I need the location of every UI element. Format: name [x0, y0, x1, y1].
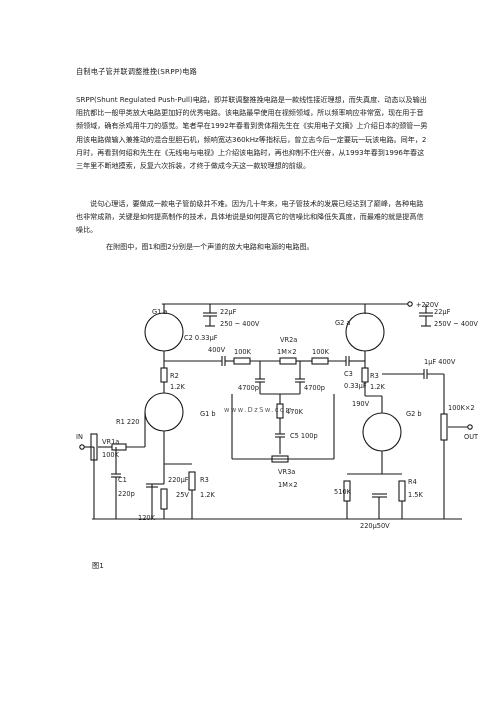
- label-c3-value: 0.33μF: [344, 382, 367, 390]
- label-g1a: G1 a: [152, 308, 167, 316]
- label-c-bias: 220μF: [168, 476, 189, 484]
- label-vr2a: VR2a: [280, 336, 297, 344]
- label-r-out: 100K×2: [448, 404, 475, 412]
- label-r1: R1 220: [116, 418, 139, 426]
- label-in: IN: [76, 433, 83, 441]
- paragraph-1: SRPP(Shunt Regulated Push-Pull)电路，即并联调整推…: [76, 95, 428, 171]
- label-c-top-left: 22μF: [220, 308, 237, 316]
- label-510k: 510K: [334, 488, 352, 496]
- circuit-wires: [79, 301, 473, 520]
- label-c3: C3: [344, 370, 353, 378]
- label-supply: +220V: [416, 301, 439, 309]
- paragraph-2: 说句心理话，要做成一款电子管前级并不难。因为几十年来，电子管技术的发展已经达到了…: [76, 199, 424, 235]
- label-100k-right: 100K: [312, 348, 330, 356]
- label-c-out: 1μF 400V: [424, 358, 456, 366]
- watermark: www.DzSw.com: [224, 406, 293, 414]
- label-g2a: G2 a: [335, 319, 350, 327]
- label-vr1a-value: 100K: [102, 451, 120, 459]
- label-c2: C2 0.33μF: [184, 334, 218, 342]
- label-190v: 190V: [352, 400, 370, 408]
- label-c-top-right: 22μF: [434, 308, 451, 316]
- label-c-top-left-v: 250 ~ 400V: [220, 320, 260, 328]
- label-vr3a-value: 1M×2: [278, 481, 298, 489]
- document-title: 自制电子管并联调整推挽(SRPP)电路: [76, 67, 198, 76]
- label-r2: R2: [170, 372, 179, 380]
- label-g1b: G1 b: [200, 410, 216, 418]
- label-c1: C1: [118, 476, 127, 484]
- label-r2-value: 1.2K: [170, 383, 185, 391]
- label-r4-value: 1.5K: [408, 491, 423, 499]
- label-r3: R3: [370, 372, 379, 380]
- circuit-labels: +220V G1 a G1 b G2 a G2 b 22μF 250 ~ 400…: [76, 301, 479, 530]
- label-r3-left-value: 1.2K: [200, 491, 215, 499]
- label-vr3a: VR3a: [278, 468, 295, 476]
- label-4700p-left: 4700p: [238, 384, 259, 392]
- paragraph-3: 在附图中，图1和图2分别是一个声道的放大电路和电源的电路图。: [106, 242, 314, 251]
- label-400v: 400V: [208, 346, 226, 354]
- label-r3-value: 1.2K: [370, 383, 385, 391]
- label-c5: C5 100p: [290, 432, 318, 440]
- label-c1-value: 220p: [118, 490, 135, 498]
- figure-caption: 图1: [92, 561, 104, 570]
- label-c-bottom: 220μ50V: [360, 522, 390, 530]
- label-25v: 25V: [176, 491, 189, 499]
- label-r4: R4: [408, 478, 417, 486]
- label-vr1a: VR1a: [102, 438, 119, 446]
- label-120k: 120K: [138, 514, 156, 522]
- label-out: OUT: [464, 433, 479, 441]
- label-r3-left: R3: [200, 476, 209, 484]
- circuit-diagram: www.DzSw.com +220V G1 a G1 b G2 a G2 b 2…: [76, 301, 479, 530]
- label-g2b: G2 b: [406, 410, 422, 418]
- label-4700p-right: 4700p: [304, 384, 325, 392]
- label-100k-left: 100K: [234, 348, 252, 356]
- label-vr2a-value: 1M×2: [277, 348, 297, 356]
- label-470k: 470K: [286, 408, 304, 416]
- label-c-top-right-v: 250V ~ 400V: [434, 320, 478, 328]
